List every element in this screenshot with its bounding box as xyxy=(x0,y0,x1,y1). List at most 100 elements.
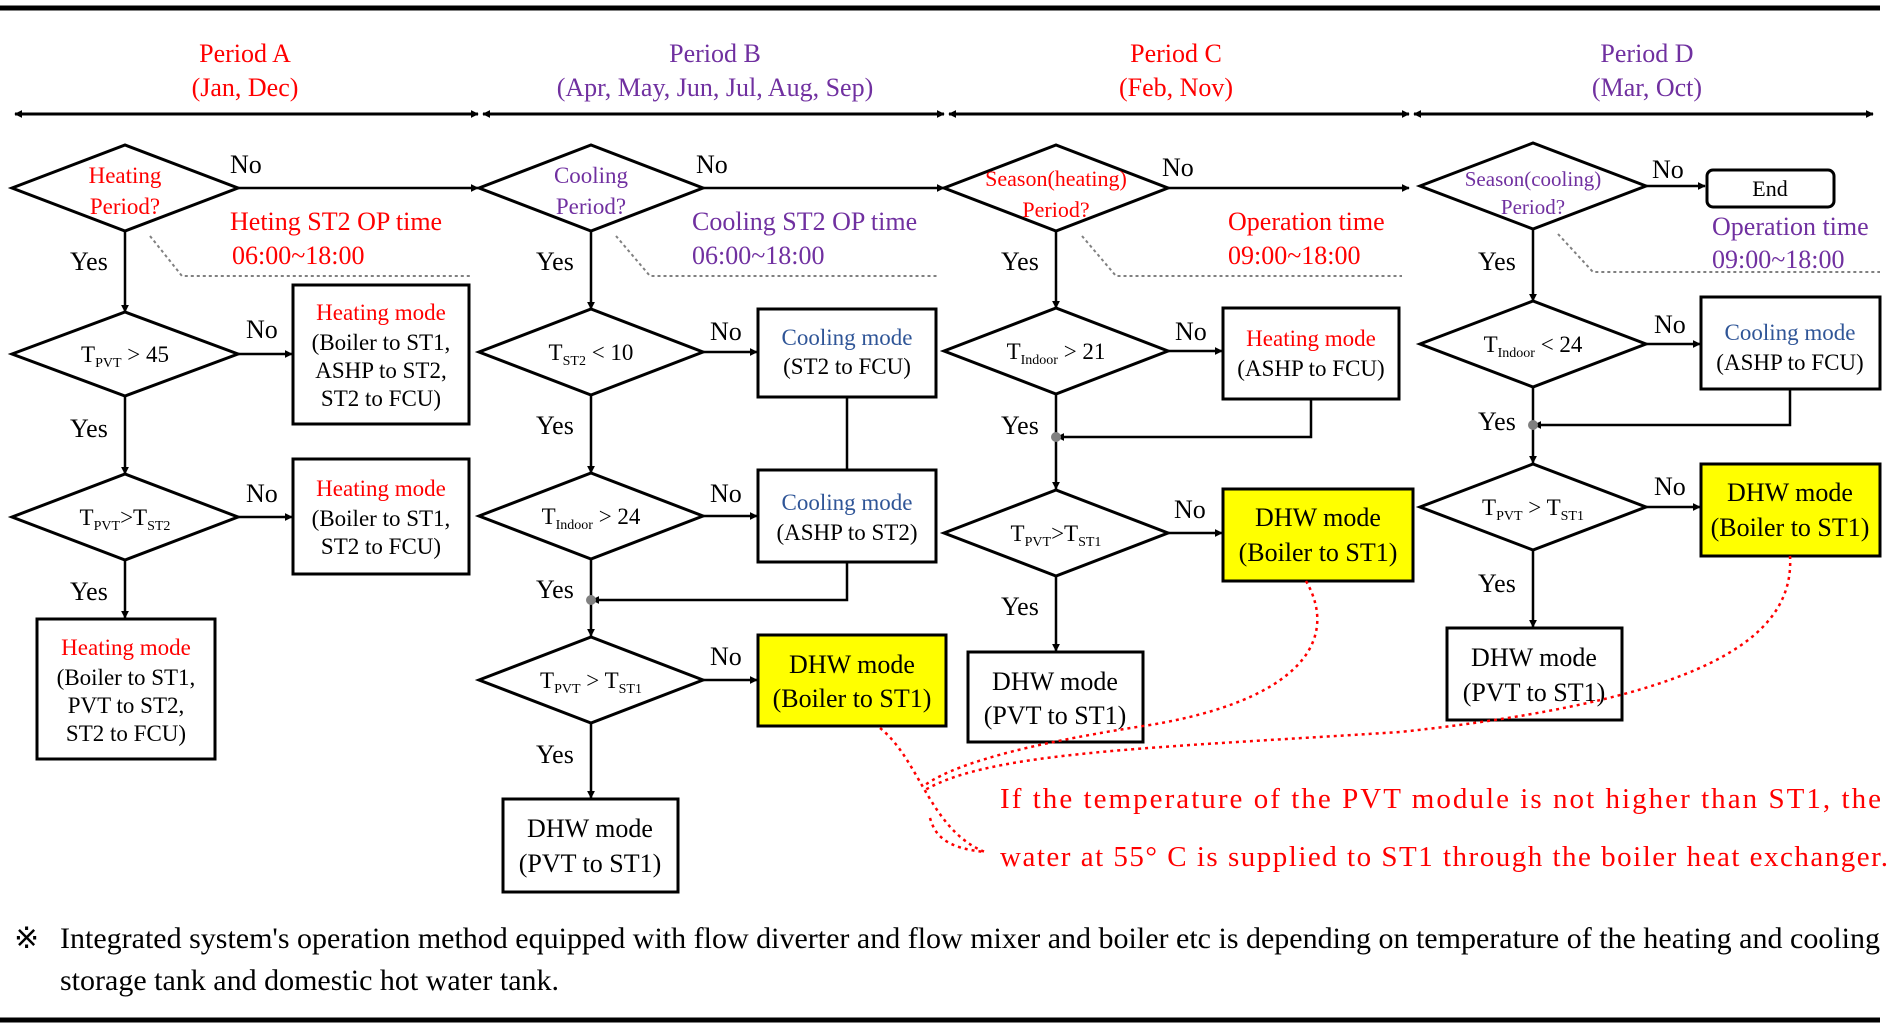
decision-cooling-period-line2: Period? xyxy=(556,194,626,219)
box-dhw-pvt-c xyxy=(966,650,1145,744)
box-cooling-mode-d-line: (ASHP to FCU) xyxy=(1716,350,1863,375)
period-d-name: Period D xyxy=(1600,39,1693,68)
callout-curve-b xyxy=(879,727,986,854)
op-time-b-label: Cooling ST2 OP time xyxy=(692,207,917,236)
return-c-box-to-main xyxy=(1056,399,1313,441)
decision-tpvt-tst2-label: TPVT>TST2 xyxy=(80,505,171,534)
box-cooling-mode-b1 xyxy=(756,307,938,399)
label-yes-a1: Yes xyxy=(70,247,108,276)
label-yes-b1: Yes xyxy=(536,247,574,276)
period-c-name: Period C xyxy=(1130,39,1222,68)
label-yes-d1: Yes xyxy=(1478,247,1516,276)
box-cooling-mode-b2-line: (ASHP to ST2) xyxy=(777,520,918,545)
decision-tindoor-24 xyxy=(474,471,708,561)
decision-heating-period-line1: Heating xyxy=(89,163,162,188)
box-heating-mode-c-title: Heating mode xyxy=(1246,326,1376,351)
box-dhw-pvt-b xyxy=(501,797,680,894)
box-heating-mode-a3-line1: (Boiler to ST1, xyxy=(57,665,196,690)
decision-tindoor-21 xyxy=(939,306,1173,396)
box-dhw-boiler-b xyxy=(756,633,948,728)
connector-dot-d xyxy=(1528,420,1538,430)
box-dhw-pvt-d xyxy=(1445,626,1624,722)
box-heating-mode-a3 xyxy=(35,617,217,761)
box-dhw-boiler-c xyxy=(1221,487,1415,583)
box-dhw-pvt-b-line1: DHW mode xyxy=(527,814,653,843)
footnote-mark: ※ xyxy=(14,922,40,955)
return-d-box-to-main xyxy=(1533,389,1792,429)
op-time-b-hours: 06:00~18:00 xyxy=(692,241,825,270)
label-yes-d3: Yes xyxy=(1478,569,1516,598)
box-dhw-pvt-c-line1: DHW mode xyxy=(992,667,1118,696)
box-dhw-pvt-b-line2: (PVT to ST1) xyxy=(519,849,662,878)
return-b-box2-to-main xyxy=(591,562,849,604)
decision-tindoor-24-label: TIndoor > 24 xyxy=(542,504,641,533)
period-d-months: (Mar, Oct) xyxy=(1592,73,1702,102)
label-no-d3: No xyxy=(1654,472,1686,501)
dotted-leader-d xyxy=(1557,233,1880,273)
label-no-a3: No xyxy=(246,479,278,508)
label-no-d2: No xyxy=(1654,310,1686,339)
box-heating-mode-a2-line1: (Boiler to ST1, xyxy=(312,506,451,531)
label-yes-b3: Yes xyxy=(536,575,574,604)
label-no-d1: No xyxy=(1652,155,1684,184)
box-cooling-mode-b2-title: Cooling mode xyxy=(782,490,913,515)
decision-tindoor-24-d xyxy=(1415,299,1651,389)
op-time-d-hours: 09:00~18:00 xyxy=(1712,245,1845,274)
end-terminal xyxy=(1705,168,1836,209)
box-cooling-mode-b2 xyxy=(756,468,938,564)
decision-cooling-period-line1: Cooling xyxy=(554,163,629,188)
period-b-name: Period B xyxy=(669,39,761,68)
label-yes-c2: Yes xyxy=(1001,411,1039,440)
box-heating-mode-c xyxy=(1221,306,1401,401)
box-dhw-pvt-d-line2: (PVT to ST1) xyxy=(1463,678,1606,707)
label-yes-b2: Yes xyxy=(536,411,574,440)
label-yes-b4: Yes xyxy=(536,740,574,769)
decision-tpvt-tst1-b-label: TPVT > TST1 xyxy=(540,668,642,697)
box-cooling-mode-d xyxy=(1699,295,1882,391)
box-dhw-boiler-b-line2: (Boiler to ST1) xyxy=(773,684,932,713)
box-cooling-mode-b1-line: (ST2 to FCU) xyxy=(783,354,911,379)
decision-season-heating-line2: Period? xyxy=(1022,197,1089,222)
period-a-header: Period A (Jan, Dec) xyxy=(192,39,299,102)
op-time-a-label: Heting ST2 OP time xyxy=(230,207,442,236)
label-yes-a3: Yes xyxy=(70,577,108,606)
end-terminal-label: End xyxy=(1752,176,1787,201)
decision-season-cooling-line2: Period? xyxy=(1501,195,1565,219)
box-heating-mode-a2-title: Heating mode xyxy=(316,476,446,501)
box-heating-mode-a3-line2: PVT to ST2, xyxy=(68,693,185,718)
connector-dot-c xyxy=(1051,432,1061,442)
decision-season-heating-line1: Season(heating) xyxy=(985,166,1127,191)
box-dhw-boiler-c-line2: (Boiler to ST1) xyxy=(1239,538,1398,567)
box-dhw-boiler-d-line1: DHW mode xyxy=(1727,478,1853,507)
label-no-a2: No xyxy=(246,315,278,344)
box-dhw-pvt-c-line2: (PVT to ST1) xyxy=(984,701,1127,730)
period-d-header: Period D (Mar, Oct) xyxy=(1592,39,1702,102)
label-yes-d2: Yes xyxy=(1478,407,1516,436)
note-line-1: If the temperature of the PVT module is … xyxy=(1000,783,1881,815)
label-no-c3: No xyxy=(1174,495,1206,524)
decision-tst2-10-label: TST2 < 10 xyxy=(549,340,634,369)
period-c-header: Period C (Feb, Nov) xyxy=(1119,39,1233,102)
op-time-c-label: Operation time xyxy=(1228,207,1385,236)
period-b-months: (Apr, May, Jun, Jul, Aug, Sep) xyxy=(557,73,873,102)
box-heating-mode-c-line: (ASHP to FCU) xyxy=(1237,356,1384,381)
note-line-2: water at 55° C is supplied to ST1 throug… xyxy=(1000,841,1888,873)
period-a-months: (Jan, Dec) xyxy=(192,73,299,102)
label-yes-a2: Yes xyxy=(70,414,108,443)
box-heating-mode-a1-line3: ST2 to FCU) xyxy=(321,386,441,411)
box-heating-mode-a1-line2: ASHP to ST2, xyxy=(315,358,446,383)
box-heating-mode-a1 xyxy=(291,283,471,426)
box-dhw-boiler-d-line2: (Boiler to ST1) xyxy=(1711,513,1870,542)
box-heating-mode-a2-line2: ST2 to FCU) xyxy=(321,534,441,559)
footnote-text: Integrated system's operation method equ… xyxy=(60,922,1880,997)
decision-tpvt-tst1-c-label: TPVT>TST1 xyxy=(1011,521,1102,550)
callout-curve-c xyxy=(924,580,1319,787)
box-heating-mode-a3-title: Heating mode xyxy=(61,635,191,660)
decision-season-cooling-line1: Season(cooling) xyxy=(1465,167,1601,191)
label-no-b3: No xyxy=(710,479,742,508)
period-b-header: Period B (Apr, May, Jun, Jul, Aug, Sep) xyxy=(557,39,873,102)
label-yes-c3: Yes xyxy=(1001,592,1039,621)
period-a-name: Period A xyxy=(199,39,291,68)
